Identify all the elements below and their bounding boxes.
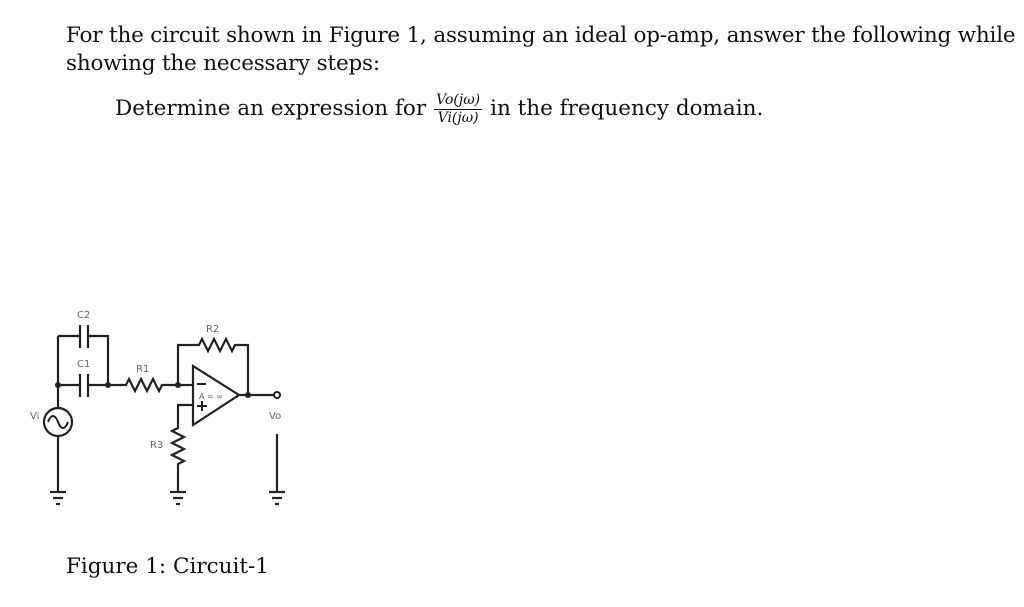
- fraction-numerator: Vo(jω): [434, 91, 483, 110]
- figure-caption: Figure 1: Circuit-1: [66, 554, 269, 579]
- label-r3: R3: [150, 440, 163, 451]
- label-gain: A = ∞: [199, 392, 223, 401]
- label-c1: C1: [77, 359, 90, 370]
- task-prefix: Determine an expression for: [115, 96, 427, 121]
- task-suffix: in the frequency domain.: [490, 96, 764, 121]
- capacitor-c1: [58, 374, 108, 397]
- fraction-denominator: Vi(jω): [437, 109, 479, 126]
- ac-source-icon: [42, 406, 74, 438]
- ground-icon-output: [269, 490, 285, 506]
- label-vo: Vo: [269, 411, 281, 422]
- resistor-r2: [176, 336, 250, 395]
- label-r2: R2: [206, 324, 219, 335]
- ground-icon-source: [50, 490, 66, 506]
- capacitor-c2: [58, 325, 110, 385]
- junction-dots: [55, 382, 251, 398]
- task-statement: Determine an expression for Vo(jω) Vi(jω…: [115, 92, 763, 126]
- resistor-r1: [108, 376, 178, 394]
- op-amp: [191, 364, 242, 428]
- resistor-r3: [169, 403, 193, 492]
- transfer-function-fraction: Vo(jω) Vi(jω): [434, 91, 483, 126]
- label-r1: R1: [136, 364, 149, 375]
- problem-intro: For the circuit shown in Figure 1, assum…: [66, 23, 1016, 76]
- label-c2: C2: [77, 310, 90, 321]
- ground-icon-r3: [170, 490, 186, 506]
- output-wire: [239, 391, 281, 492]
- label-vi: Vi: [30, 411, 39, 422]
